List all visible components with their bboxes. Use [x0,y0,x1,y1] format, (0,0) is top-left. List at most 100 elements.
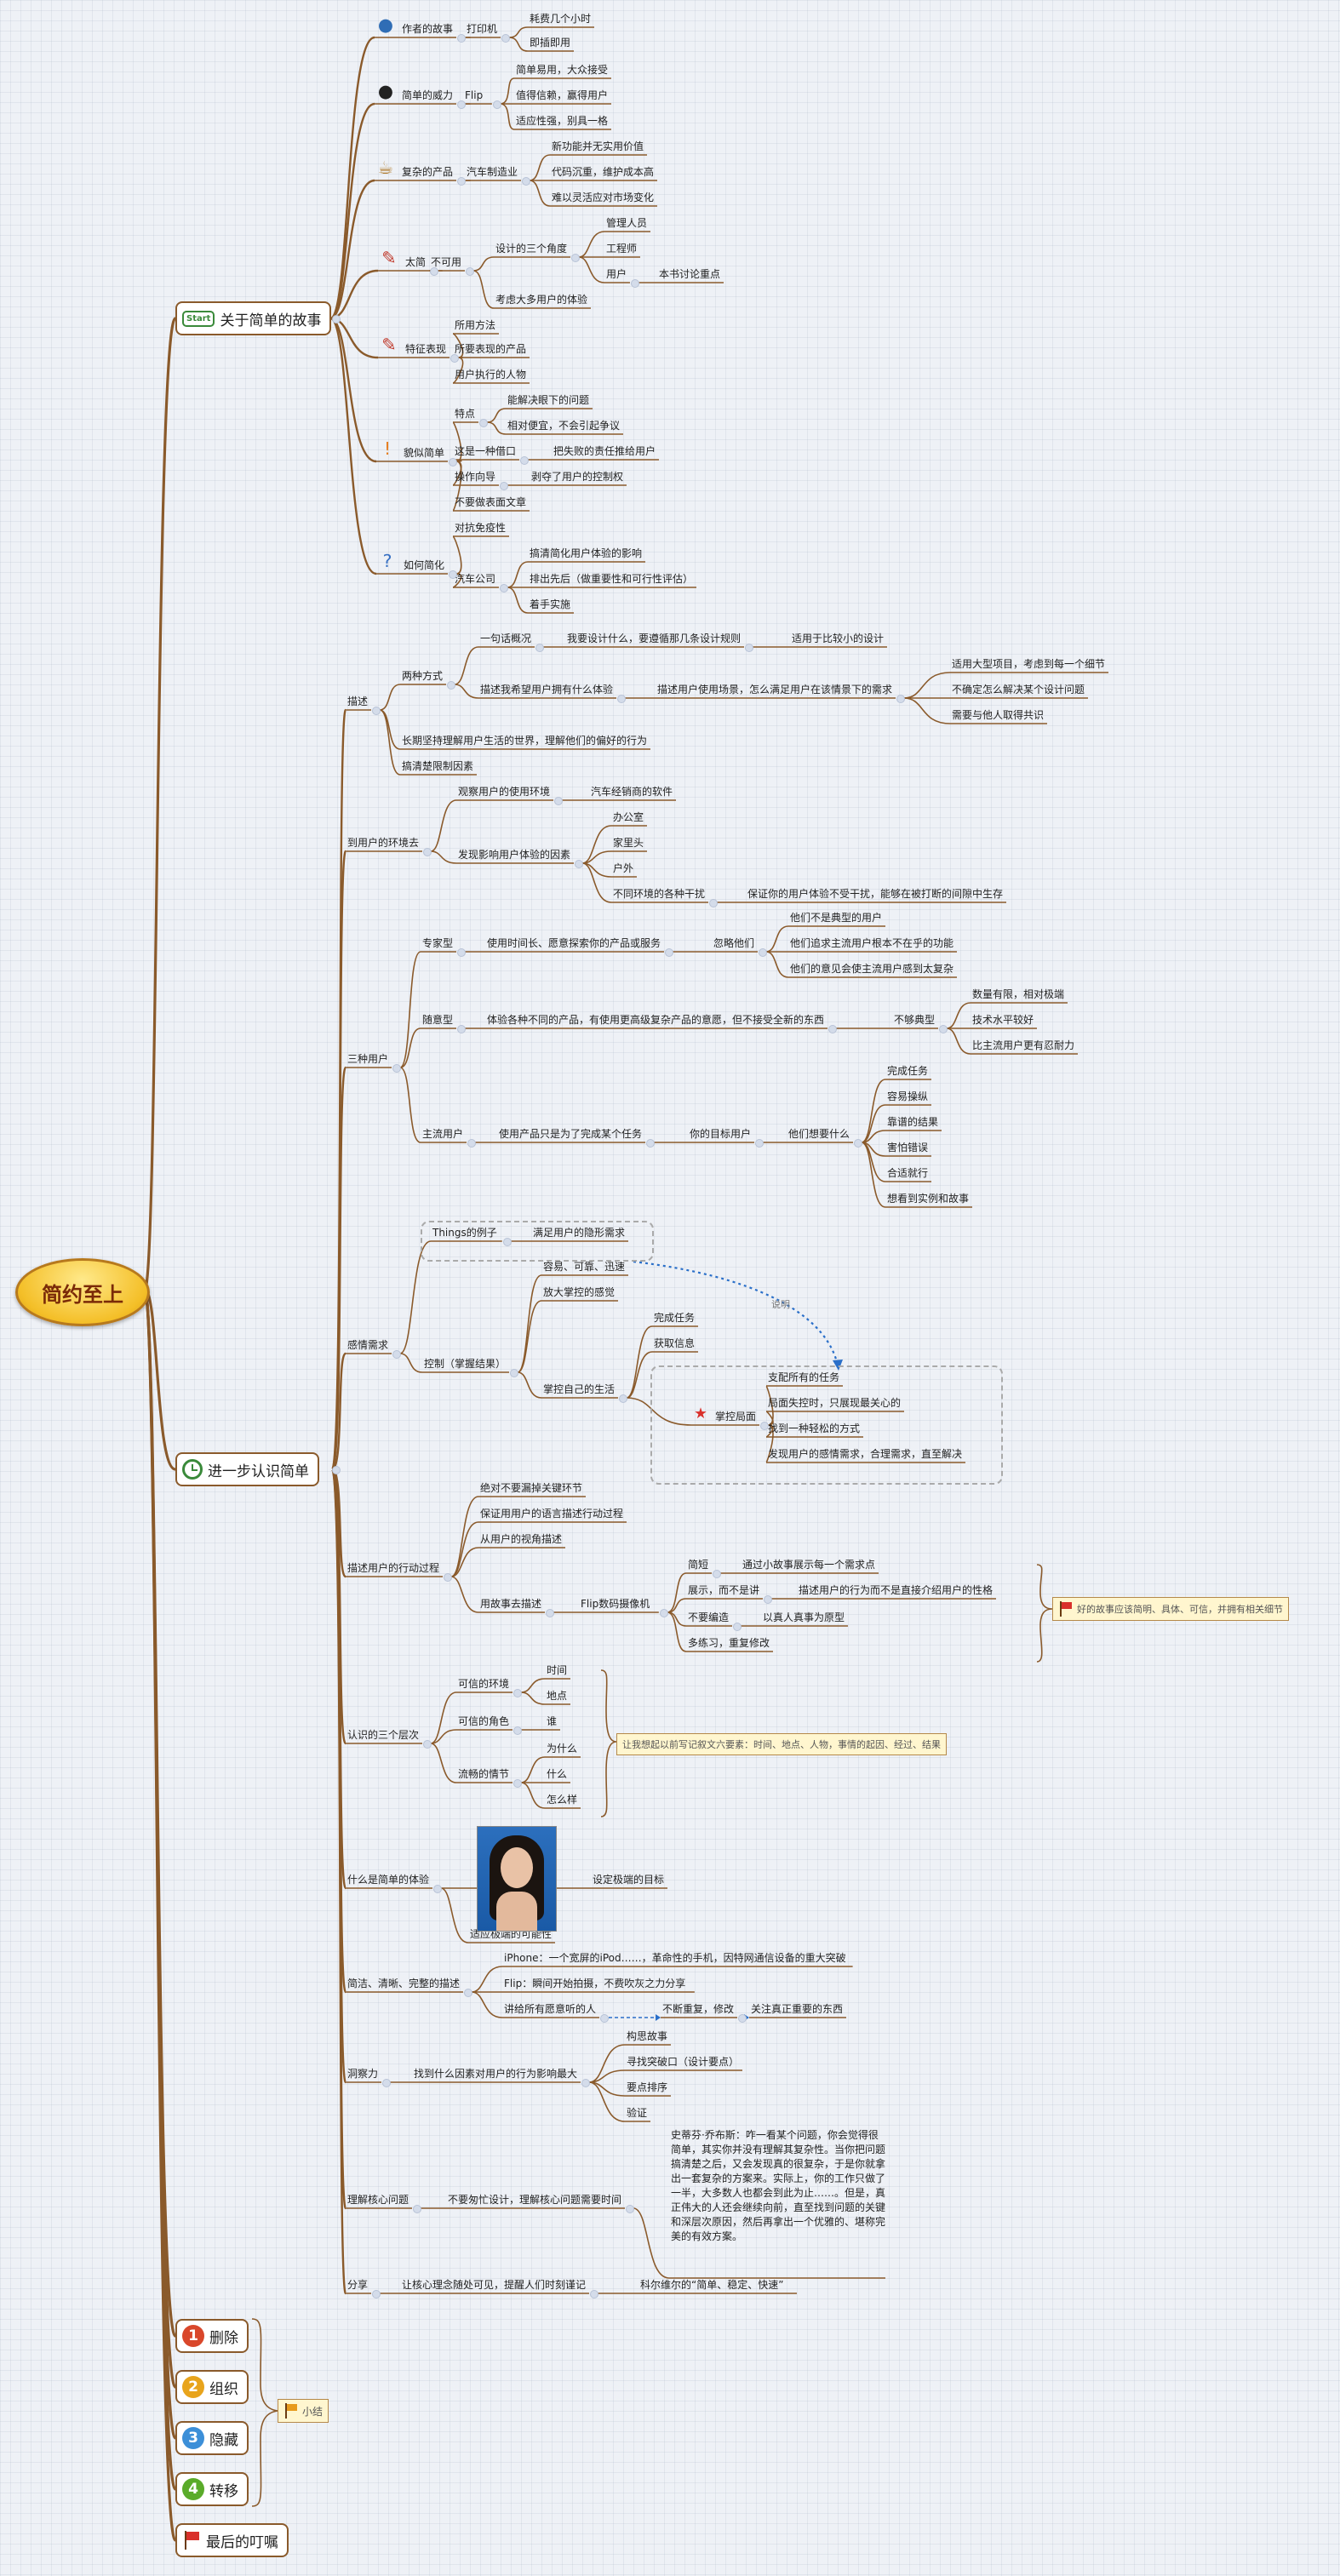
topic-m1[interactable]: Things的例子 [432,1227,497,1239]
topic-l[interactable]: 认识的三个层次 [347,1729,420,1741]
topic-a4b1[interactable]: 简短 [688,1559,709,1571]
topic-a4b1a[interactable]: 通过小故事展示每一个需求点 [742,1559,876,1571]
collapse-toggle[interactable] [372,2290,381,2298]
topic-u1c1[interactable]: 他们不是典型的用户 [790,912,883,924]
collapse-toggle[interactable] [733,1623,742,1631]
topic-w[interactable]: 什么是简单的体验 [347,1874,430,1886]
collapse-toggle[interactable] [501,34,510,43]
topic-d1[interactable]: 两种方式 [402,670,444,682]
topic-u1a[interactable]: 使用时间长、愿意探索你的产品或服务 [487,937,661,949]
topic-h2b[interactable]: 排出先后（做重要性和可行性评估） [530,573,694,585]
collapse-toggle[interactable] [745,644,753,652]
collapse-toggle[interactable] [713,1570,721,1578]
collapse-toggle[interactable] [760,1422,769,1430]
topic-u2a[interactable]: 体验各种不同的产品，有使用更高级复杂产品的意愿，但不接受全新的东西 [487,1014,825,1026]
topic-f2[interactable]: 所要表现的产品 [455,343,527,355]
topic-k1[interactable]: iPhone：一个宽屏的iPod……，革命性的手机，因特网通信设备的重大突破 [504,1952,846,1964]
topic-m2b[interactable]: 放大掌控的感觉 [543,1286,616,1298]
topic-e2a[interactable]: 办公室 [613,811,644,823]
topic-l2a[interactable]: 谁 [547,1715,558,1727]
topic-a4b3[interactable]: 不要编造 [688,1611,730,1623]
topic-d1b2[interactable]: 适用大型项目，考虑到每一个细节 [952,658,1106,670]
topic-t1a3a[interactable]: 本书讨论重点 [659,268,721,280]
collapse-toggle[interactable] [659,1609,668,1617]
topic-d1b3[interactable]: 不确定怎么解决某个设计问题 [952,684,1085,696]
topic-d1b4[interactable]: 需要与他人取得共识 [952,709,1045,721]
topic-t1a3[interactable]: 用户 [606,268,627,280]
topic-u2[interactable]: 随意型 [422,1014,454,1026]
collapse-toggle[interactable] [738,2014,747,2023]
collapse-toggle[interactable] [382,2079,391,2087]
topic-z[interactable]: 分享 [347,2279,369,2291]
topic-h[interactable]: 如何简化 [404,559,445,571]
topic-z1[interactable]: 让核心理念随处可见，提醒人们时刻谨记 [402,2279,587,2291]
topic-u3c[interactable]: 他们想要什么 [788,1128,850,1140]
topic-f3[interactable]: 用户执行的人物 [455,369,527,381]
collapse-toggle[interactable] [755,1139,764,1148]
collapse-toggle[interactable] [520,456,529,465]
topic-a4b3a[interactable]: 以真人真事为原型 [763,1611,845,1623]
topic-m2a[interactable]: 容易、可靠、迅速 [543,1261,626,1273]
topic-e2d[interactable]: 不同环境的各种干扰 [613,888,706,900]
collapse-toggle[interactable] [600,2014,609,2023]
topic-m1a[interactable]: 满足用户的隐形需求 [533,1227,626,1239]
topic-u3d5[interactable]: 合适就行 [887,1167,929,1179]
topic-u1c3[interactable]: 他们的意见会使主流用户感到太复杂 [790,963,954,975]
collapse-toggle[interactable] [535,644,544,652]
collapse-toggle[interactable] [500,584,508,592]
topic-d3[interactable]: 搞清楚限制因素 [402,760,474,772]
topic-k2[interactable]: Flip：瞬间开始拍摄，不费吹灰之力分享 [504,1978,686,1989]
collapse-toggle[interactable] [423,848,432,856]
topic-a4[interactable]: 用故事去描述 [480,1598,542,1610]
topic-t1[interactable]: 不可用 [431,256,462,268]
collapse-toggle[interactable] [464,1989,472,1997]
summary-callout[interactable]: 小结 [278,2399,329,2423]
topic-i1a[interactable]: 构思故事 [627,2030,668,2042]
tail-item-organize[interactable]: 2 组织 [175,2370,249,2404]
topic-z1a[interactable]: 科尔维尔的“简单、稳定、快速” [640,2279,784,2291]
topic-r1a[interactable]: 史蒂芬·乔布斯：咋一看某个问题，你会觉得很简单，其实你并没有理解其复杂性。当你把… [671,2129,886,2242]
topic-d2[interactable]: 长期坚持理解用户生活的世界，理解他们的偏好的行为 [402,735,648,747]
root-topic[interactable]: 简约至上 [15,1258,150,1326]
collapse-toggle[interactable] [457,1025,466,1033]
collapse-toggle[interactable] [546,1609,554,1617]
collapse-toggle[interactable] [467,1139,476,1148]
collapse-toggle[interactable] [854,1139,862,1148]
topic-p[interactable]: 简单的威力 [402,89,454,101]
topic-r[interactable]: 理解核心问题 [347,2194,409,2206]
topic-l2[interactable]: 可信的角色 [458,1715,510,1727]
collapse-toggle[interactable] [479,419,488,427]
topic-g1b[interactable]: 相对便宜，不会引起争议 [507,420,621,432]
topic-i[interactable]: 洞察力 [347,2068,379,2080]
topic-m2c3d[interactable]: 发现用户的感情需求，合理需求，直至解决 [768,1448,963,1460]
topic-c1a[interactable]: 新功能并无实用价值 [552,140,644,152]
collapse-toggle[interactable] [444,1573,452,1582]
collapse-toggle[interactable] [430,267,438,276]
topic-k[interactable]: 简洁、清晰、完整的描述 [347,1978,461,1989]
topic-m2c3[interactable]: 掌控局面 [715,1411,757,1423]
topic-f[interactable]: 特征表现 [405,343,447,355]
topic-m2c2[interactable]: 获取信息 [654,1337,696,1349]
collapse-toggle[interactable] [423,1740,432,1749]
topic-t1a2[interactable]: 工程师 [606,243,638,255]
collapse-toggle[interactable] [522,177,530,186]
topic-h2a[interactable]: 搞清简化用户体验的影响 [530,547,643,559]
topic-u2c2[interactable]: 技术水平较好 [972,1014,1034,1026]
topic-h2[interactable]: 汽车公司 [455,573,496,585]
topic-t1b[interactable]: 考虑大多用户的体验 [495,294,588,306]
collapse-toggle[interactable] [513,1726,522,1735]
topic-a4b4[interactable]: 多练习，重复修改 [688,1637,770,1649]
topic-u3d6[interactable]: 想看到实例和故事 [887,1193,970,1205]
collapse-toggle[interactable] [466,267,474,276]
topic-d[interactable]: 描述 [347,696,369,707]
collapse-toggle[interactable] [590,2290,598,2298]
topic-m2c[interactable]: 掌控自己的生活 [543,1383,616,1395]
topic-l1[interactable]: 可信的环境 [458,1678,510,1690]
topic-i1b[interactable]: 寻找突破口（设计要点） [627,2056,740,2068]
topic-u[interactable]: 三种用户 [347,1053,389,1065]
collapse-toggle[interactable] [449,570,457,579]
topic-g3[interactable]: 操作向导 [455,471,496,483]
collapse-toggle[interactable] [492,100,501,109]
tail-item-hide[interactable]: 3 隐藏 [175,2421,249,2455]
collapse-toggle[interactable] [500,482,508,490]
